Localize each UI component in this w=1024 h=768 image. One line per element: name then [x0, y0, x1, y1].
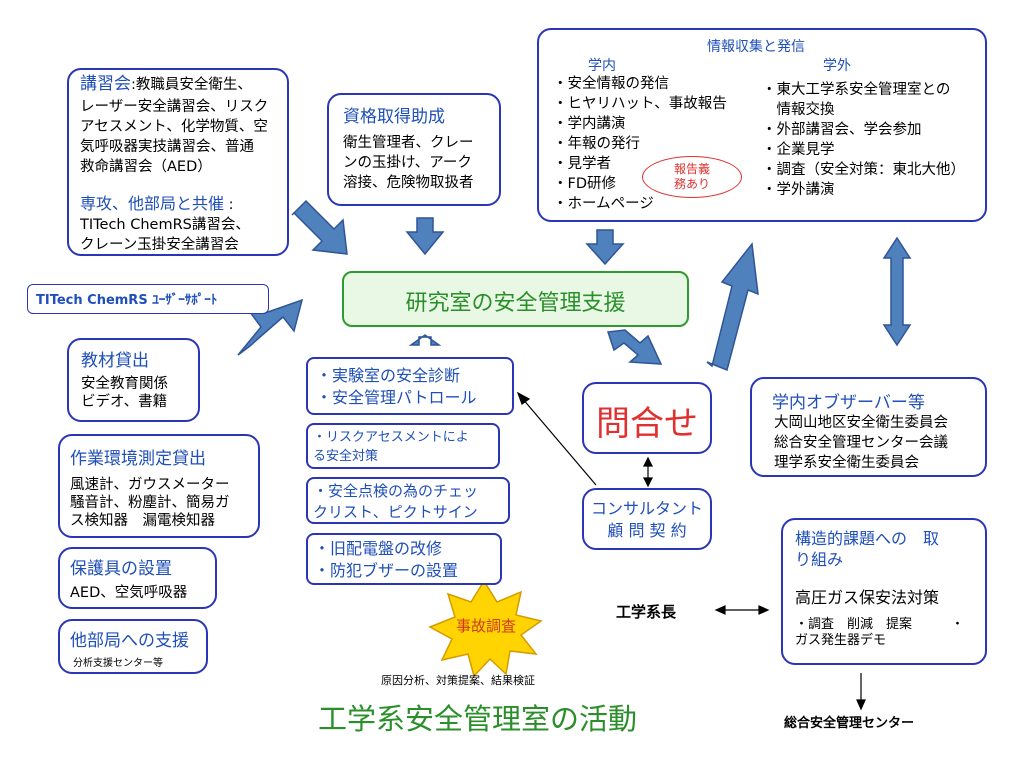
arrow-down-from-info — [585, 229, 625, 266]
safety-center-label: 総合安全管理センター — [784, 716, 915, 731]
page-title: 工学系安全管理室の活動 — [318, 702, 638, 736]
external-item-0: ・東大工学系安全管理室との — [762, 82, 951, 98]
structural-heading-1: り組み — [795, 550, 844, 569]
checklist-box: ・安全点検の為のチェッ クリスト、ピクトサイン — [306, 477, 510, 524]
diagnosis-line-0: ・実験室の安全診断 — [316, 366, 461, 385]
internal-item-3: ・年報の発行 — [553, 136, 640, 152]
checklist-line-0: ・安全点検の為のチェッ — [313, 482, 479, 500]
joint-heading: 専攻、他部局と共催 — [80, 194, 225, 213]
environment-line-1: 騒音計、粉塵計、簡易ガ — [70, 495, 230, 511]
inquiry-box: 問合せ — [582, 382, 712, 454]
lecture-line-1: レーザー安全講習会、リスク — [80, 99, 269, 115]
switchboard-line-1: ・防犯ブザーの設置 — [314, 561, 459, 580]
switchboard-box: ・旧配電盤の改修 ・防犯ブザーの設置 — [306, 533, 502, 585]
internal-item-4: ・見学者 — [553, 156, 611, 172]
lecture-line-0: :教職員安全衛生、 — [131, 77, 252, 93]
risk-box: ・リスクアセスメントによ る安全対策 — [306, 423, 500, 469]
structural-box: 構造的課題への 取 り組み 高圧ガス保安法対策 ・調査 削減 提案 ・ ガス発生… — [781, 518, 987, 665]
joint-line-1: クレーン玉掛安全講習会 — [80, 237, 239, 253]
environment-heading: 作業環境測定貸出 — [70, 449, 206, 469]
observers-box: 学内オブザーバー等 大岡山地区安全衛生委員会 総合安全管理センター会議 理学系安… — [750, 377, 987, 477]
joint-line-0: TITech ChemRS講習会、 — [80, 217, 250, 233]
internal-item-2: ・学内講演 — [553, 116, 626, 132]
lecture-box: 講習会:教職員安全衛生、 レーザー安全講習会、リスク アセスメント、化学物質、空… — [67, 68, 289, 256]
risk-line-0: ・リスクアセスメントによ — [313, 430, 469, 445]
structural-heading-0: 構造的課題への 取 — [795, 529, 940, 548]
accident-label: 事故調査 — [455, 617, 516, 635]
structural-law: 高圧ガス保安法対策 — [795, 588, 940, 607]
materials-box: 教材貸出 安全教育関係 ビデオ、書籍 — [67, 338, 200, 422]
observers-line-2: 理学系安全衛生委員会 — [774, 455, 919, 471]
protective-heading: 保護具の設置 — [70, 559, 172, 579]
chemrs-user-support: TITech ChemRS ﾕｰｻﾞｰｻﾎﾟｰﾄ — [27, 284, 269, 314]
arrow-down-from-qualification — [405, 217, 445, 256]
callout-line-1: 務あり — [673, 177, 710, 191]
consultant-line-1: 顧 問 契 約 — [607, 521, 687, 540]
materials-line-0: 安全教育関係 — [81, 376, 168, 392]
risk-line-1: る安全対策 — [313, 449, 379, 464]
internal-item-5: ・FD研修 — [553, 176, 617, 192]
environment-line-2: ス検知器 漏電検知器 — [70, 513, 215, 529]
info-internal-heading: 学内 — [588, 58, 616, 74]
support-line: 分析支援センター等 — [73, 658, 163, 669]
external-item-4: ・調査（安全対策：東北大他） — [762, 162, 965, 178]
joint-colon: : — [228, 197, 234, 213]
arrow-center-to-inquiry — [606, 329, 663, 365]
info-heading: 情報収集と発信 — [707, 39, 805, 55]
arrow-up-from-diagnosis — [408, 334, 442, 346]
chemrs-label: TITech ChemRS ﾕｰｻﾞｰｻﾎﾟｰﾄ — [36, 293, 218, 308]
callout-line-0: 報告義 — [673, 162, 710, 176]
lecture-heading: 講習会 — [80, 74, 131, 94]
arrowhead-diagnosis — [516, 391, 531, 405]
external-item-3: ・企業見学 — [762, 142, 835, 158]
environment-line-0: 風速計、ガウスメーター — [70, 477, 230, 493]
protective-box: 保護具の設置 AED、空気呼吸器 — [58, 547, 217, 609]
switchboard-line-0: ・旧配電盤の改修 — [314, 539, 443, 558]
consultant-line-0: コンサルタント — [590, 499, 703, 518]
external-item-5: ・学外講演 — [762, 182, 835, 198]
inquiry-label: 問合せ — [596, 404, 698, 444]
structural-item-0: ・調査 削減 提案 ・ — [795, 617, 965, 632]
center-label: 研究室の安全管理支援 — [405, 291, 626, 316]
support-heading: 他部局への支援 — [70, 631, 189, 651]
internal-item-6: ・ホームページ — [553, 196, 654, 212]
consultant-box: コンサルタント 顧 問 契 約 — [582, 488, 712, 550]
qualification-line-0: 衛生管理者、クレー — [343, 135, 474, 151]
lecture-line-4: 救命講習会（AED） — [80, 159, 212, 175]
arrow-to-lecture — [291, 199, 348, 255]
support-box: 他部局への支援 分析支援センター等 — [58, 619, 208, 674]
diagnosis-box: ・実験室の安全診断 ・安全管理パトロール — [306, 357, 514, 415]
structural-item-1: ガス発生器デモ — [795, 633, 887, 648]
materials-line-1: ビデオ、書籍 — [81, 394, 168, 410]
lecture-line-2: アセスメント、化学物質、空 — [80, 119, 268, 135]
center-box: 研究室の安全管理支援 — [342, 271, 689, 327]
dean-label: 工学系長 — [616, 603, 677, 621]
checklist-line-1: クリスト、ピクトサイン — [313, 503, 478, 521]
info-external-heading: 学外 — [823, 58, 851, 74]
environment-box: 作業環境測定貸出 風速計、ガウスメーター 騒音計、粉塵計、簡易ガ ス検知器 漏電… — [58, 434, 260, 538]
internal-item-0: ・安全情報の発信 — [553, 76, 669, 92]
observers-heading: 学内オブザーバー等 — [772, 393, 925, 413]
lecture-line-3: 気呼吸器実技講習会、普通 — [80, 139, 254, 155]
protective-line-0: AED、空気呼吸器 — [70, 585, 188, 601]
qualification-line-2: 溶接、危険物取扱者 — [343, 175, 474, 191]
arrow-double-vertical — [882, 236, 912, 347]
qualification-heading: 資格取得助成 — [343, 107, 445, 127]
diagnosis-line-1: ・安全管理パトロール — [316, 388, 477, 407]
qualification-box: 資格取得助成 衛生管理者、クレー ンの玉掛け、アーク 溶接、危険物取扱者 — [327, 93, 501, 206]
accident-caption: 原因分析、対策提案、結果検証 — [381, 674, 535, 687]
observers-line-1: 総合安全管理センター会議 — [774, 435, 948, 451]
external-item-2: ・外部講習会、学会参加 — [762, 122, 922, 138]
observers-line-0: 大岡山地区安全衛生委員会 — [774, 415, 948, 431]
info-box: 情報収集と発信 学内 学外 ・安全情報の発信 ・ヒヤリハット、事故報告 ・学内講… — [537, 28, 987, 222]
arrow-up-to-info — [706, 242, 759, 372]
external-item-1: 情報交換 — [762, 102, 835, 118]
materials-heading: 教材貸出 — [81, 351, 149, 371]
report-callout: 報告義 務あり — [642, 156, 742, 198]
qualification-line-1: ンの玉掛け、アーク — [343, 155, 472, 171]
internal-item-1: ・ヒヤリハット、事故報告 — [553, 96, 727, 112]
